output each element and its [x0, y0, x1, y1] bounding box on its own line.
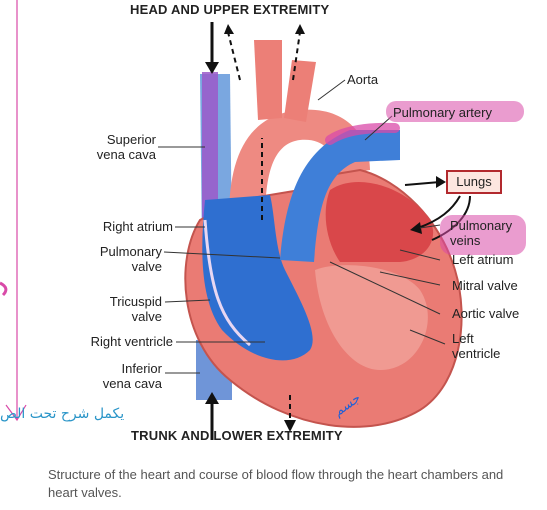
flow-dashed-1-head — [224, 24, 234, 34]
header-bottom: TRUNK AND LOWER EXTREMITY — [131, 428, 343, 443]
arabic-annotation: يكمل شرح تحت الص — [0, 406, 124, 422]
label-pulmonary-veins: Pulmonary veins — [450, 218, 512, 248]
label-left-atrium: Left atrium — [452, 252, 513, 267]
left-atrium-shape — [326, 182, 433, 262]
label-inferior-vena-cava: Inferior vena cava — [60, 361, 162, 391]
aorta-branch-1 — [254, 40, 282, 120]
label-left-ventricle: Left ventricle — [452, 331, 500, 361]
annotation-mark — [0, 283, 6, 295]
label-tricuspid-valve: Tricuspid valve — [60, 294, 162, 324]
label-right-atrium: Right atrium — [40, 219, 173, 234]
label-pulmonary-artery: Pulmonary artery — [393, 105, 492, 120]
label-aorta: Aorta — [347, 72, 378, 87]
to-lungs-arrow-head — [436, 176, 446, 188]
label-superior-vena-cava: Superior vena cava — [60, 132, 156, 162]
to-lungs-arrow — [405, 182, 440, 185]
label-pulmonary-valve: Pulmonary valve — [60, 244, 162, 274]
header-top: HEAD AND UPPER EXTREMITY — [130, 2, 329, 17]
flow-dashed-1 — [228, 32, 240, 80]
lungs-box: Lungs — [446, 170, 502, 194]
label-right-ventricle: Right ventricle — [40, 334, 173, 349]
flow-dashed-2-head — [295, 24, 305, 34]
label-aortic-valve: Aortic valve — [452, 306, 519, 321]
figure-caption: Structure of the heart and course of blo… — [48, 466, 518, 502]
label-mitral-valve: Mitral valve — [452, 278, 518, 293]
